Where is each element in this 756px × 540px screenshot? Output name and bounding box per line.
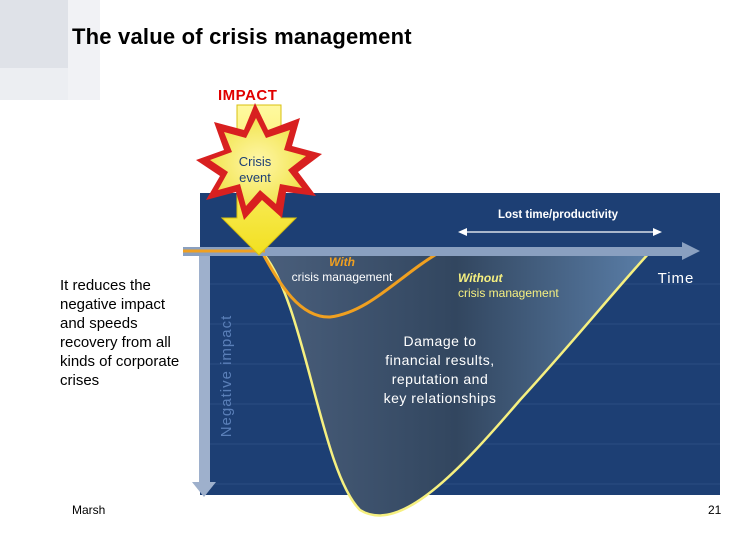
crisis-event-label-line1: Crisis [239, 154, 272, 169]
damage-line3: reputation and [392, 371, 489, 387]
crisis-event-label-line2: event [239, 170, 271, 185]
without-label-line2: crisis management [458, 286, 559, 300]
time-axis-label: Time [658, 270, 695, 287]
impact-label: IMPACT [218, 87, 278, 104]
time-axis [183, 242, 700, 260]
decorative-corner-blocks [0, 0, 100, 100]
negative-impact-axis [192, 250, 216, 497]
damage-line1: Damage to [404, 333, 477, 349]
with-label-line2: crisis management [292, 270, 393, 284]
footer-brand: Marsh [72, 503, 106, 517]
slide-title: The value of crisis management [72, 24, 412, 49]
crisis-event-burst [196, 103, 322, 220]
lost-time-bracket [458, 228, 662, 236]
with-label-line1: With [329, 255, 355, 269]
without-curve [261, 251, 651, 517]
damage-line2: financial results, [385, 352, 494, 368]
without-label-line1: Without [458, 271, 504, 285]
page-number: 21 [708, 503, 722, 517]
negative-impact-axis-label: Negative impact [218, 315, 235, 438]
with-curve [260, 250, 441, 319]
damage-line4: key relationships [384, 390, 497, 406]
summary-text: It reduces the negative impact and speed… [60, 277, 180, 389]
without-area [262, 252, 650, 516]
lost-time-label: Lost time/productivity [498, 209, 619, 221]
